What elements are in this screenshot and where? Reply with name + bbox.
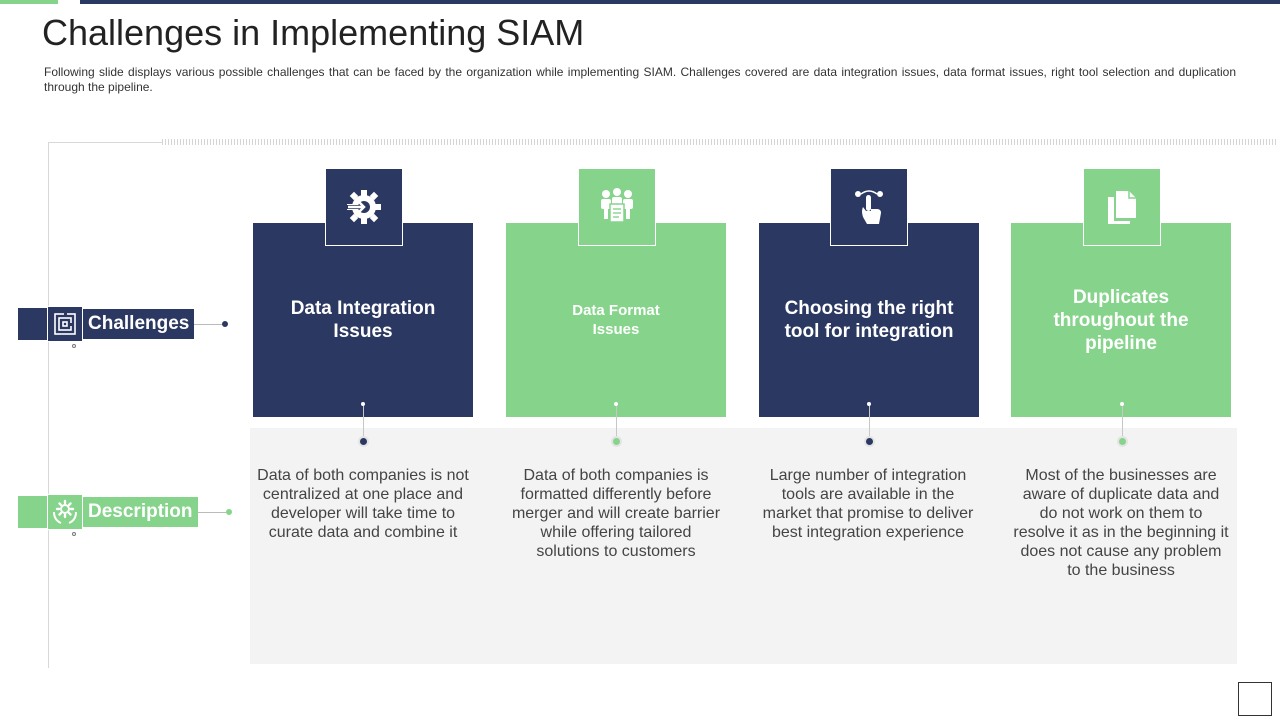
challenges-label: Challenges: [83, 309, 195, 339]
card-2-description: Data of both companies is formatted diff…: [511, 467, 721, 560]
slide-subtitle: Following slide displays various possibl…: [44, 65, 1236, 94]
frame-top-line: [48, 142, 162, 143]
card-3-node: [864, 436, 875, 447]
card-2-node: [611, 436, 622, 447]
frame-left-line: [48, 142, 49, 668]
dotted-divider: [162, 139, 1276, 145]
maze-icon: [47, 306, 83, 342]
challenge-card-right-tool: Choosing the right tool for integration: [759, 223, 979, 417]
slide-corner-box[interactable]: [1238, 682, 1272, 716]
description-small-ring: [72, 532, 76, 536]
card-title: Data Integration Issues: [290, 298, 436, 342]
card-4-stem: [1122, 404, 1123, 438]
copy-document-icon: [1083, 168, 1161, 246]
description-connector: [197, 511, 226, 513]
card-3-stem: [869, 404, 870, 438]
card-1-node: [358, 436, 369, 447]
card-1-stem-dot: [361, 402, 365, 406]
challenges-small-ring: [72, 344, 76, 348]
team-document-icon: [578, 168, 656, 246]
card-1-description: Data of both companies is not centralize…: [257, 467, 469, 541]
challenges-connector: [194, 323, 223, 325]
description-row-label: Description: [18, 494, 232, 530]
card-4-stem-dot: [1120, 402, 1124, 406]
card-3-description: Large number of integration tools are av…: [762, 467, 974, 541]
hand-pointer-icon: [830, 168, 908, 246]
card-4-node: [1117, 436, 1128, 447]
challenges-lead-block: [18, 308, 48, 340]
card-3-stem-dot: [867, 402, 871, 406]
description-lead-block: [18, 496, 48, 528]
card-1-stem: [363, 404, 364, 438]
challenges-end-dot: [222, 321, 229, 327]
hands-gear-icon: [47, 494, 83, 530]
top-accent-navy: [80, 0, 1280, 4]
card-4-description: Most of the businesses are aware of dupl…: [1013, 467, 1229, 579]
top-accent-green: [0, 0, 58, 4]
challenge-card-duplicates: Duplicates throughout the pipeline: [1011, 223, 1231, 417]
description-end-dot: [225, 509, 232, 515]
description-panel: [250, 428, 1237, 664]
challenge-card-data-format: Data Format Issues: [506, 223, 726, 417]
card-2-stem: [616, 404, 617, 438]
gear-arrow-icon: [325, 168, 403, 246]
card-title: Duplicates throughout the pipeline: [1053, 286, 1189, 354]
slide-title: Challenges in Implementing SIAM: [42, 12, 585, 53]
card-2-stem-dot: [614, 402, 618, 406]
challenge-card-data-integration: Data Integration Issues: [253, 223, 473, 417]
description-label: Description: [83, 497, 198, 527]
card-title: Choosing the right tool for integration: [784, 298, 954, 342]
card-title: Data Format Issues: [572, 302, 660, 338]
challenges-row-label: Challenges: [18, 306, 229, 342]
